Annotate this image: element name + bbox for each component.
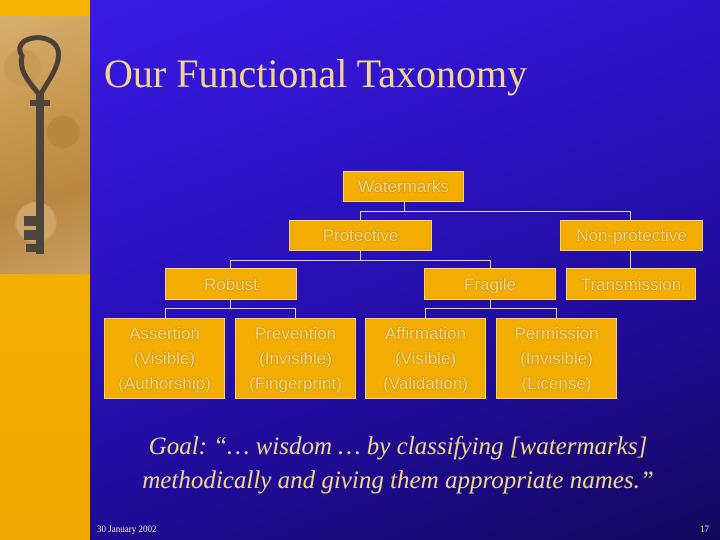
connector bbox=[295, 308, 296, 318]
node-label: Fragile bbox=[464, 272, 516, 297]
node-assertion: Assertion (Visible) (Authorship) bbox=[104, 318, 225, 399]
goal-line: methodically and giving them appropriate… bbox=[98, 464, 698, 498]
node-label: (License) bbox=[522, 371, 592, 396]
connector bbox=[490, 260, 491, 268]
node-label: (Authorship) bbox=[118, 371, 211, 396]
connector bbox=[490, 300, 491, 308]
node-label: (Visible) bbox=[134, 346, 195, 371]
connector bbox=[230, 260, 231, 268]
connector bbox=[425, 308, 426, 318]
node-label: Prevention bbox=[255, 321, 336, 346]
node-transmission: Transmission bbox=[566, 268, 696, 300]
node-label: Assertion bbox=[129, 321, 200, 346]
top-gold-stripe bbox=[0, 0, 90, 16]
connector bbox=[230, 260, 491, 261]
node-robust: Robust bbox=[165, 268, 297, 300]
connector bbox=[630, 251, 631, 268]
node-label: (Visible) bbox=[395, 346, 456, 371]
goal-line: Goal: “… wisdom … by classifying [waterm… bbox=[98, 430, 698, 464]
node-fragile: Fragile bbox=[424, 268, 556, 300]
connector bbox=[360, 211, 631, 212]
connector bbox=[630, 211, 631, 220]
connector bbox=[165, 308, 166, 318]
connector bbox=[230, 300, 231, 308]
node-affirmation: Affirmation (Visible) (Validation) bbox=[365, 318, 486, 399]
node-label: Protective bbox=[323, 223, 399, 248]
node-label: (Fingerprint) bbox=[249, 371, 342, 396]
node-label: Transmission bbox=[581, 272, 681, 297]
node-permission: Permission (Invisible) (License) bbox=[496, 318, 617, 399]
node-label: Robust bbox=[204, 272, 258, 297]
footer-page-number: 17 bbox=[700, 524, 709, 534]
node-watermarks: Watermarks bbox=[343, 171, 464, 202]
connector bbox=[425, 308, 557, 309]
antique-key-image bbox=[0, 16, 90, 274]
connector bbox=[404, 201, 405, 211]
footer-date: 30 January 2002 bbox=[97, 524, 157, 534]
node-label: Non-protective bbox=[576, 223, 687, 248]
goal-quote: Goal: “… wisdom … by classifying [waterm… bbox=[98, 430, 698, 498]
node-label: Watermarks bbox=[358, 174, 449, 199]
node-label: (Validation) bbox=[383, 371, 468, 396]
slide-title: Our Functional Taxonomy bbox=[104, 50, 704, 97]
key-icon bbox=[0, 16, 90, 274]
node-non-protective: Non-protective bbox=[560, 220, 703, 251]
connector bbox=[556, 308, 557, 318]
node-label: Affirmation bbox=[385, 321, 466, 346]
connector bbox=[165, 308, 296, 309]
node-prevention: Prevention (Invisible) (Fingerprint) bbox=[235, 318, 356, 399]
connector bbox=[360, 211, 361, 220]
node-protective: Protective bbox=[289, 220, 432, 251]
node-label: (Invisible) bbox=[259, 346, 332, 371]
node-label: (Invisible) bbox=[520, 346, 593, 371]
node-label: Permission bbox=[514, 321, 598, 346]
connector bbox=[360, 251, 361, 260]
